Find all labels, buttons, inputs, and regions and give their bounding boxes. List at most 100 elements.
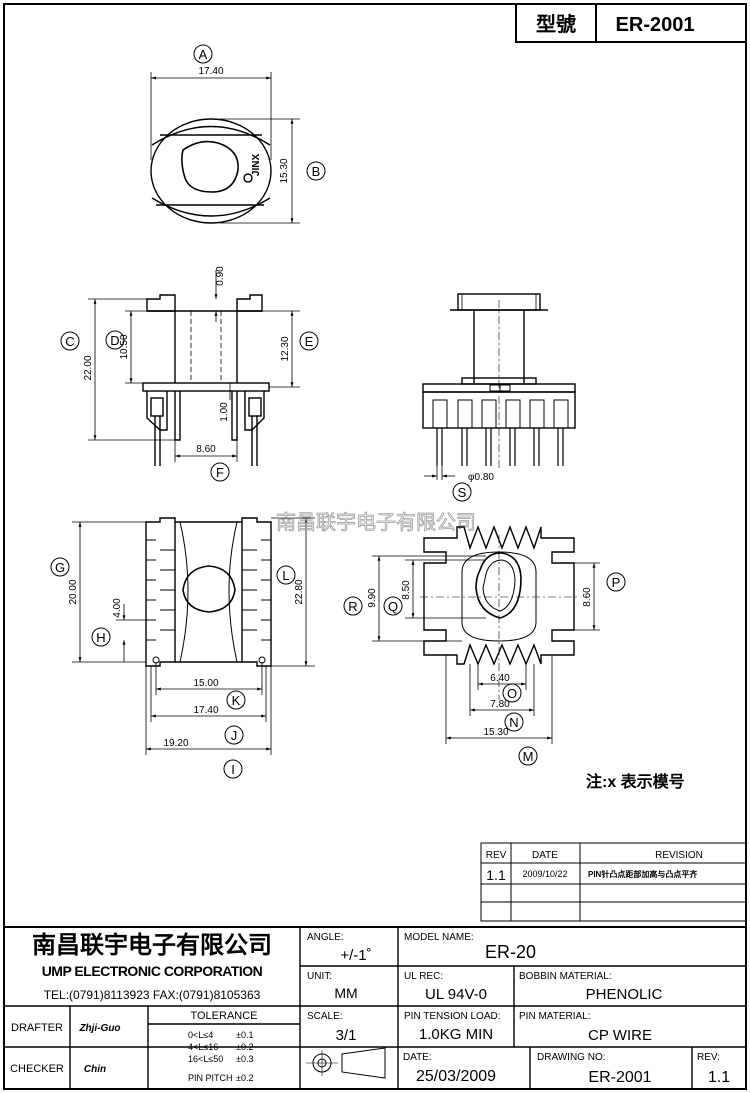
dim-lr-780: 7.80 [490,699,510,710]
dim-ll-174: 17.40 [193,705,218,716]
dim-side-flange: 0.90 [215,266,226,286]
model-name-label: MODEL NAME: [404,932,474,943]
callout-g: G [55,560,65,575]
callout-q: Q [388,599,398,614]
sheet-border [3,3,747,1090]
tol-range-1: 0<L≤4 [188,1030,213,1040]
pin-material-label: PIN MATERIAL: [519,1011,591,1022]
bobbin-value: PHENOLIC [586,986,663,1003]
checker-value: Chin [84,1064,106,1075]
bottom-view [343,525,626,766]
mold-note: 注:x 表示模号 [586,772,685,791]
callout-p: P [612,575,621,590]
dim-lr-640: 6.40 [490,673,510,684]
angle-label: ANGLE: [307,932,344,943]
rev-row-date: 2009/10/22 [522,869,567,879]
unit-value: MM [334,985,357,1001]
model-header: 型號 ER-2001 [515,3,747,43]
date-value: 25/03/2009 [416,1068,496,1085]
callout-j: J [231,728,238,743]
tol-value-2: ±0.2 [236,1042,253,1052]
callout-i: I [231,762,235,777]
dim-side-right: 12.30 [280,336,291,361]
rev-header-revision: REVISION [655,850,703,861]
callout-e: E [305,334,314,349]
dim-top-height: 15.30 [279,158,290,183]
drawing-no-label: DRAWING NO: [537,1052,606,1063]
watermark-text: 南昌联宇电子有限公司 [276,511,476,534]
date-label: DATE: [403,1052,432,1063]
tension-value: 1.0KG MIN [419,1026,493,1043]
callout-b: B [312,164,321,179]
tolerance-label: TOLERANCE [190,1010,257,1022]
model-value: ER-2001 [616,14,695,36]
model-name-value: ER-20 [485,942,536,962]
dim-side-inner: 10.50 [119,334,130,359]
rev-value: 1.1 [708,1069,730,1086]
unit-label: UNIT: [307,971,332,982]
company-cn: 南昌联宇电子有限公司 [32,932,272,959]
callout-l: L [282,568,289,583]
dim-ll-192: 19.20 [163,738,188,749]
tol-range-2: 4<L≤16 [188,1042,218,1052]
callout-n: N [509,715,518,730]
callout-r: R [348,599,357,614]
dim-lr-990: 9.90 [367,588,378,608]
dim-side-span: 8.60 [196,444,216,455]
front-view [422,293,576,502]
dim-ll-step: 4.00 [112,598,123,618]
rev-row-revision: PIN针凸点距部加高与凸点平齐 [588,869,698,879]
rev-header-date: DATE [532,850,558,861]
callout-a: A [199,47,208,62]
revision-table [480,842,747,922]
dim-ll-15: 15.00 [193,678,218,689]
callout-d: D [110,333,119,348]
dim-lr-1530: 15.30 [483,727,508,738]
drawing-no-value: ER-2001 [588,1069,651,1086]
tension-label: PIN TENSION LOAD: [404,1011,501,1022]
company-contact: TEL:(0791)8113923 FAX:(0791)8105363 [44,988,261,1002]
ul-label: UL REC: [404,971,443,982]
dim-pin-dia: φ0.80 [468,472,494,483]
rev-header-rev: REV [486,850,507,861]
scale-value: 3/1 [336,1027,357,1044]
callout-a-circle [193,44,213,64]
callout-k: K [232,693,241,708]
tol-value-4: ±0.2 [236,1073,253,1083]
ul-value: UL 94V-0 [425,986,487,1003]
rev-row-rev: 1.1 [486,867,506,883]
tol-range-3: 16<L≤50 [188,1054,223,1064]
top-marking: JINX [251,154,262,177]
callout-o: O [507,686,517,701]
drafter-label: DRAFTER [11,1022,63,1034]
callout-b-circle [306,161,326,181]
tol-value-1: ±0.1 [236,1030,253,1040]
tol-range-4: PIN PITCH [188,1073,233,1083]
dim-lr-860: 8.60 [582,587,593,607]
callout-h: H [96,630,105,645]
dim-ll-right: 22.80 [294,579,305,604]
checker-label: CHECKER [10,1063,64,1075]
angle-value: +/-1˚ [340,947,371,964]
callout-f: F [216,465,224,480]
title-block [4,926,746,1089]
dim-top-width: 17.40 [198,66,223,77]
callout-c: C [65,334,74,349]
company-en: UMP ELECTRONIC CORPORATION [42,963,263,979]
side-view [60,270,319,482]
callout-s: S [458,485,467,500]
top-view [150,44,326,224]
callout-m: M [523,749,534,764]
bobbin-label: BOBBIN MATERIAL: [519,971,612,982]
projection-symbol [306,1047,386,1079]
drafter-value: Zhji-Guo [78,1023,120,1034]
bottom-side-view [50,517,315,779]
dim-ll-height: 20.00 [68,579,79,604]
dim-lr-850: 8.50 [401,580,412,600]
tol-value-3: ±0.3 [236,1054,253,1064]
dim-side-gap: 1.00 [219,402,230,422]
dim-side-overall: 22.00 [83,355,94,380]
model-label: 型號 [536,12,576,36]
rev-label: REV: [697,1052,720,1063]
